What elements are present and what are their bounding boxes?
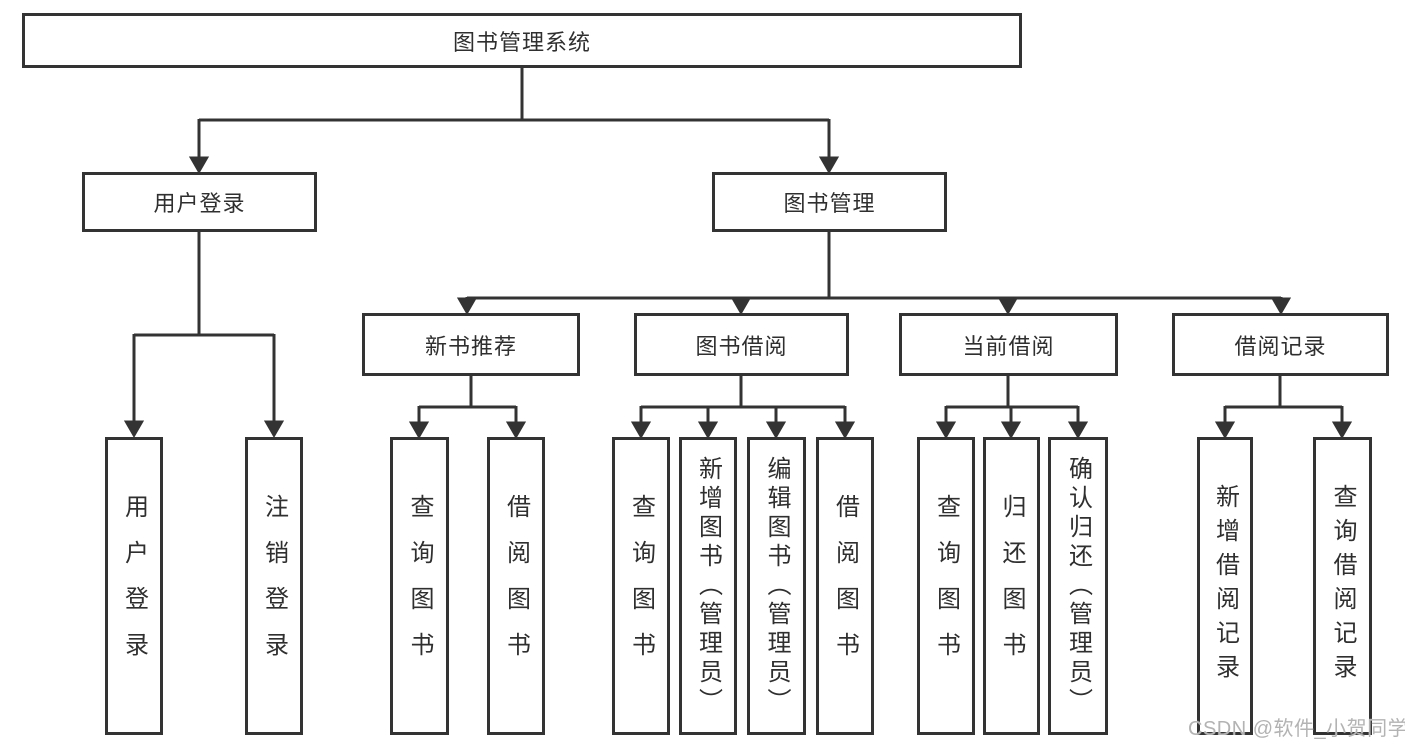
csdn-watermark: CSDN @软件_小贺同学 [1188,718,1405,740]
leaf-borrow-add-books-admin: 新增图书（管理员） [679,437,737,735]
leaf-current-return-books: 归还图书 [983,437,1040,735]
node-root-system: 图书管理系统 [22,13,1022,68]
leaf-logout: 注销登录 [245,437,303,735]
node-borrow-record: 借阅记录 [1172,313,1389,376]
leaf-borrow-edit-books-admin: 编辑图书（管理员） [747,437,806,735]
leaf-record-add-borrow-record: 新增借阅记录 [1197,437,1253,735]
leaf-borrow-borrow-books: 借阅图书 [816,437,874,735]
node-book-borrow: 图书借阅 [634,313,849,376]
node-new-book-recommend: 新书推荐 [362,313,580,376]
leaf-current-query-books: 查询图书 [917,437,975,735]
leaf-newbook-query-books: 查询图书 [390,437,449,735]
node-user-login: 用户登录 [82,172,317,232]
leaf-borrow-query-books: 查询图书 [612,437,670,735]
leaf-record-query-borrow-record: 查询借阅记录 [1313,437,1372,735]
node-book-management: 图书管理 [712,172,947,232]
leaf-user-login: 用户登录 [105,437,163,735]
node-current-borrow: 当前借阅 [899,313,1118,376]
leaf-current-confirm-return-admin: 确认归还（管理员） [1048,437,1108,735]
leaf-newbook-borrow-books: 借阅图书 [487,437,545,735]
